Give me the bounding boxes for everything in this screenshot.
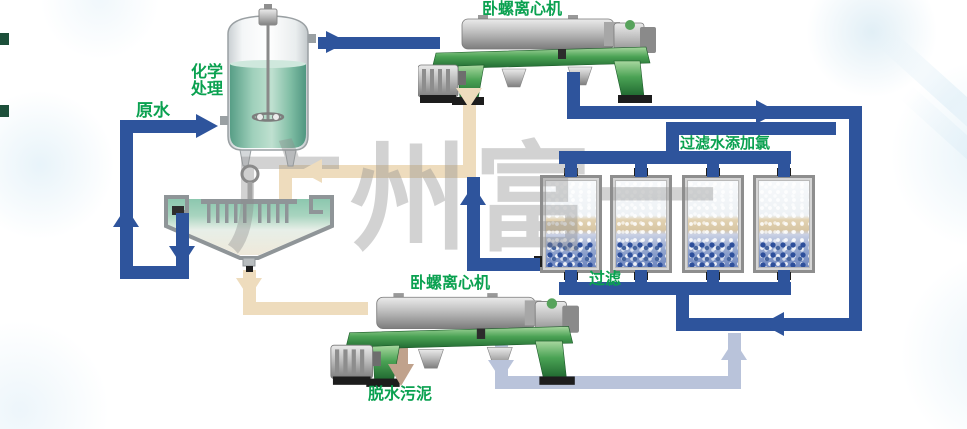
- bokeh-circle: [40, 0, 160, 60]
- arrow-centrate-down: [488, 360, 514, 380]
- label-decanter-top: 卧螺离心机: [482, 1, 563, 18]
- pipe-filter-bottom-manifold: [559, 282, 791, 295]
- edge-marker: [0, 33, 9, 45]
- bokeh-streak: [877, 29, 967, 173]
- filter-media: [546, 181, 596, 267]
- pipe-recycle-bottom: [120, 266, 189, 279]
- bokeh-circle: [0, 90, 115, 240]
- bokeh-circle: [900, 250, 967, 429]
- mixer-shaft: [266, 25, 270, 121]
- label-raw-water: 原水: [136, 101, 170, 120]
- arrow-tank-feed-right: [326, 31, 348, 53]
- pipe-recycle-left-vertical: [120, 120, 133, 279]
- bokeh-circle: [0, 320, 110, 429]
- filter-media: [616, 181, 666, 267]
- pipe-centrifuge1-solids-horizontal: [279, 165, 476, 178]
- pipe-right-riser: [849, 106, 862, 331]
- arrow-solids-left: [300, 159, 322, 183]
- pipe-filter4-bottom-stub: [778, 270, 790, 284]
- arrow-lower-header-left: [762, 312, 784, 336]
- filter-column-3: [682, 168, 744, 280]
- pipe-solids-drop-to-clarifier: [279, 165, 292, 200]
- rake-stem: [247, 182, 253, 202]
- pipe-top-header: [567, 106, 862, 119]
- edge-marker: [0, 105, 9, 117]
- clarifier-thickener: [164, 164, 334, 272]
- tank-inlet-nozzle: [220, 116, 229, 125]
- pipe-tank-to-centrifuge: [318, 37, 440, 49]
- pipe-filter2-bottom-stub: [635, 270, 647, 284]
- filter-media: [688, 181, 738, 267]
- pipe-raw-water: [120, 120, 200, 133]
- tank-outlet-nozzle: [308, 34, 316, 43]
- underflow-nozzle: [242, 257, 256, 267]
- filter-media: [759, 181, 809, 267]
- impeller-blade: [256, 113, 264, 121]
- filter-column-2: [610, 168, 672, 280]
- label-decanter-bottom: 卧螺离心机: [410, 275, 491, 292]
- filter-column-1: [534, 168, 602, 280]
- arrow-recycle-up: [113, 207, 139, 227]
- impeller-blade: [272, 113, 280, 121]
- arrow-top-header-right: [756, 100, 778, 124]
- rake-bar: [201, 199, 297, 204]
- chemical-mixing-tank: [220, 4, 316, 167]
- pipe-filter4-top-stub: [778, 162, 790, 177]
- pipe-backwash-horizontal: [467, 258, 540, 271]
- rake-teeth: [207, 204, 289, 223]
- decanter-centrifuge-bottom: [330, 292, 580, 388]
- mixer-impeller: [251, 112, 285, 122]
- mixer-motor: [258, 8, 278, 26]
- filter-column-4: [753, 168, 815, 280]
- arrow-overflow-down: [169, 246, 195, 266]
- pipe-clarifier-underflow-horizontal: [243, 302, 368, 315]
- pipe-filter1-bottom-stub: [565, 270, 577, 284]
- arrow-centrate-up: [721, 340, 747, 360]
- label-dewatered-sludge: 脱水污泥: [368, 386, 433, 403]
- pipe-filter2-top-stub: [635, 162, 647, 177]
- underflow-valve: [246, 266, 253, 272]
- mixer-cap: [264, 4, 272, 10]
- bokeh-streak: [899, 85, 967, 233]
- weir-valve: [172, 206, 184, 215]
- rake-handle: [240, 164, 260, 184]
- bokeh-circle: [890, 60, 967, 250]
- overflow-weir-right: [309, 195, 332, 214]
- decanter-centrifuge-top: [418, 14, 657, 106]
- pipe-filter1-top-stub: [565, 162, 577, 177]
- pipe-filter3-bottom-stub: [707, 270, 719, 284]
- pipe-lower-junction: [676, 293, 689, 320]
- pipe-filter3-top-stub: [707, 162, 719, 177]
- arrow-underflow-down: [236, 278, 262, 298]
- label-filter: 过滤: [589, 271, 622, 288]
- label-chemical-treatment: 化学处理: [191, 64, 224, 98]
- arrow-backwash-up: [460, 185, 486, 205]
- arrow-solids-down: [456, 88, 482, 108]
- label-chlorinated-water: 过滤水添加氯: [680, 135, 771, 152]
- pipe-chlorine-header: [666, 122, 836, 135]
- arrow-sludge-down: [388, 364, 414, 386]
- arrow-raw-water-right: [196, 114, 218, 138]
- bokeh-circle: [806, 0, 938, 98]
- pipe-filter-top-manifold: [559, 151, 791, 164]
